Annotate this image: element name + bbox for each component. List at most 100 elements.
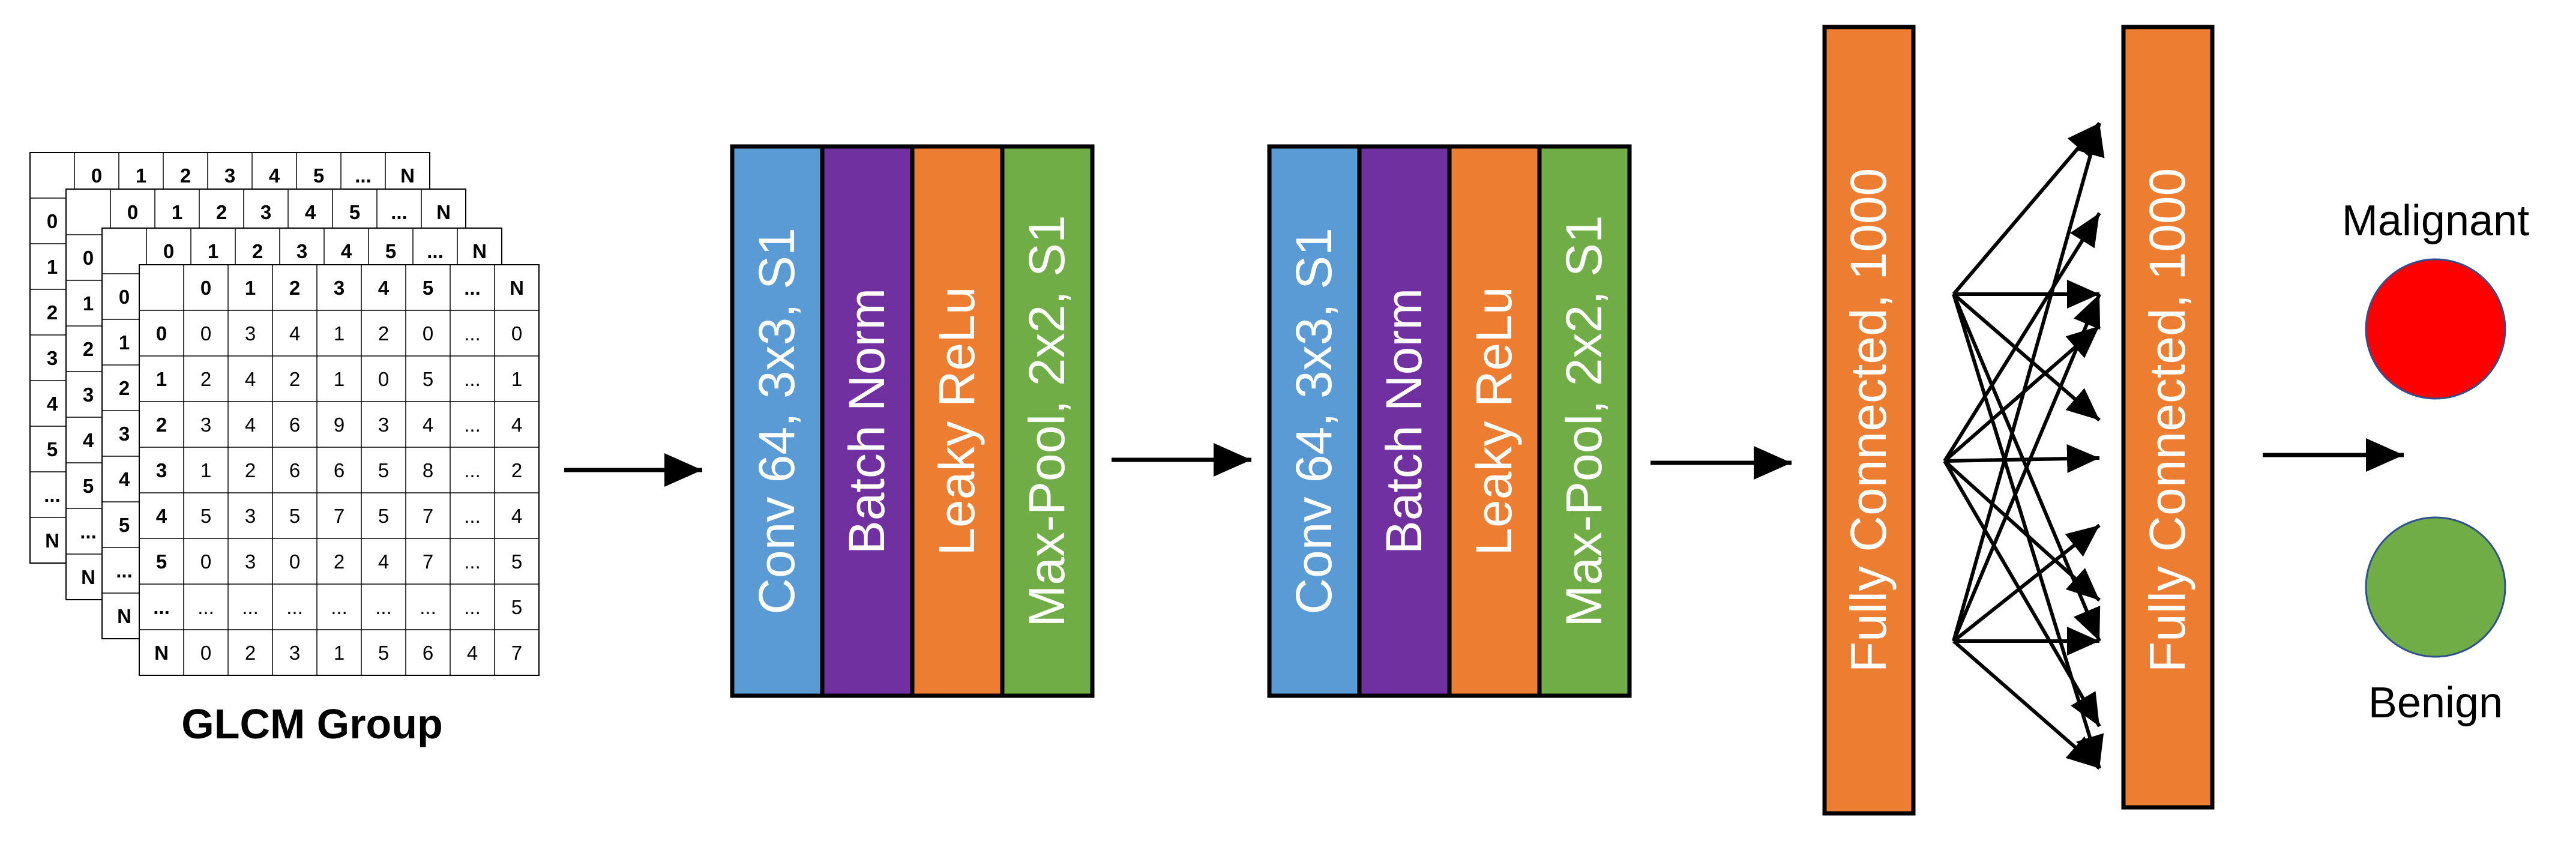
connection-arrow [1943,459,2101,602]
glcm-cell: 5 [511,596,522,618]
connection-arrow [1944,444,2100,474]
layer-label: Max-Pool, 2x2, S1 [1019,215,1075,627]
glcm-cell: ... [464,505,481,527]
glcm-cell: 0 [289,550,300,573]
layer-label: Conv 64, 3x3, S1 [1286,228,1342,614]
connection-arrow [1952,639,2101,770]
glcm-cell: 1 [200,459,211,481]
connection-arrow [1943,460,2101,728]
connection-arrow [1952,122,2105,642]
output-node [2365,516,2506,658]
glcm-cell: 9 [334,414,345,436]
glcm-cell: 0 [200,642,211,664]
glcm-row-header: N [154,642,169,664]
glcm-cell: 4 [245,368,256,390]
fully-connected-layer [2121,25,2215,810]
glcm-cell: ... [464,414,481,436]
glcm-cell: 3 [245,505,256,527]
glcm-col-header: ... [355,164,372,187]
glcm-row-header: 3 [83,384,94,406]
connection-arrow [1952,294,2104,769]
layer-label: Leaky ReLu [1466,286,1522,555]
glcm-col-header: 1 [208,240,218,262]
glcm-col-header: 2 [289,277,300,299]
glcm-cell: 4 [245,414,256,436]
glcm-cell: ... [197,596,214,618]
glcm-row-header: 0 [156,322,167,345]
layer-label: Batch Norm [838,288,895,554]
glcm-col-header: 5 [385,240,396,262]
glcm-cell: 5 [378,642,389,664]
glcm-col-header: 3 [334,277,345,299]
glcm-col-header: 4 [269,164,280,187]
glcm-cell: 2 [334,550,345,573]
glcm-col-header: ... [464,277,481,299]
glcm-row-header: 0 [47,210,58,232]
layer-box [730,144,825,698]
glcm-row-header: 0 [83,247,94,269]
glcm-cell: 2 [200,368,211,390]
glcm-col-header: N [400,164,415,187]
glcm-col-header: 3 [296,240,307,262]
glcm-col-header: ... [391,201,408,223]
glcm-cell: 5 [423,368,433,390]
glcm-col-header: N [510,277,524,299]
glcm-row-header: ... [44,484,61,506]
glcm-col-header: 3 [224,164,235,187]
glcm-col-header: 0 [91,164,102,187]
glcm-row-header: 3 [47,347,58,369]
glcm-row-header: 1 [47,256,58,278]
glcm-col-header: 1 [245,277,256,299]
glcm-cell: ... [331,596,348,618]
glcm-cell: 6 [289,414,300,436]
glcm-cell: ... [464,550,481,573]
glcm-col-header: 4 [378,277,390,299]
glcm-col-header: 4 [341,240,352,262]
connection-arrow [1952,523,2101,643]
glcm-cell: 4 [378,550,389,573]
glcm-cell: ... [375,596,392,618]
glcm-cell: 4 [511,505,522,527]
glcm-cell: 4 [289,322,300,345]
glcm-cell: 6 [423,642,433,664]
glcm-cell: 1 [511,368,522,390]
fully-connected-layer [1822,25,1916,816]
glcm-cell: ... [464,368,481,390]
glcm-row-header: 2 [83,338,94,360]
glcm-row-header: 3 [119,423,130,445]
glcm-cell: ... [464,322,481,345]
glcm-row-header: ... [80,520,97,543]
glcm-row-header: 2 [47,301,58,324]
connection-arrow [1952,122,2101,295]
layer-label: Conv 64, 3x3, S1 [748,228,805,614]
glcm-row-header: N [45,529,59,552]
glcm-cell: 5 [378,459,389,481]
fc-label: Fully Connected, 1000 [1840,168,1897,673]
glcm-col-header: 4 [305,201,316,223]
glcm-cell: 0 [378,368,389,390]
glcm-row-header: 5 [47,438,58,460]
glcm-row-header: ... [153,596,170,618]
output-label: Benign [2368,679,2503,727]
glcm-cell: 4 [467,642,478,664]
glcm-row-header: 5 [83,475,94,497]
layer-box [1357,144,1452,698]
glcm-cell: 6 [334,459,345,481]
glcm-row-header: 2 [119,377,130,399]
glcm-cell: 1 [334,322,345,345]
connection-arrow [1943,212,2101,462]
glcm-cell: 0 [423,322,433,345]
glcm-row-header: 1 [156,368,167,390]
glcm-row-header: 2 [156,414,167,436]
layer-box [1000,144,1095,698]
glcm-col-header: 0 [127,201,138,223]
layer-box [1537,144,1632,698]
glcm-row-header: 5 [156,550,167,573]
glcm-col-header: 1 [136,164,146,187]
glcm-cell: 4 [511,414,522,436]
glcm-cell: 5 [378,505,389,527]
glcm-cell: 1 [334,642,345,664]
